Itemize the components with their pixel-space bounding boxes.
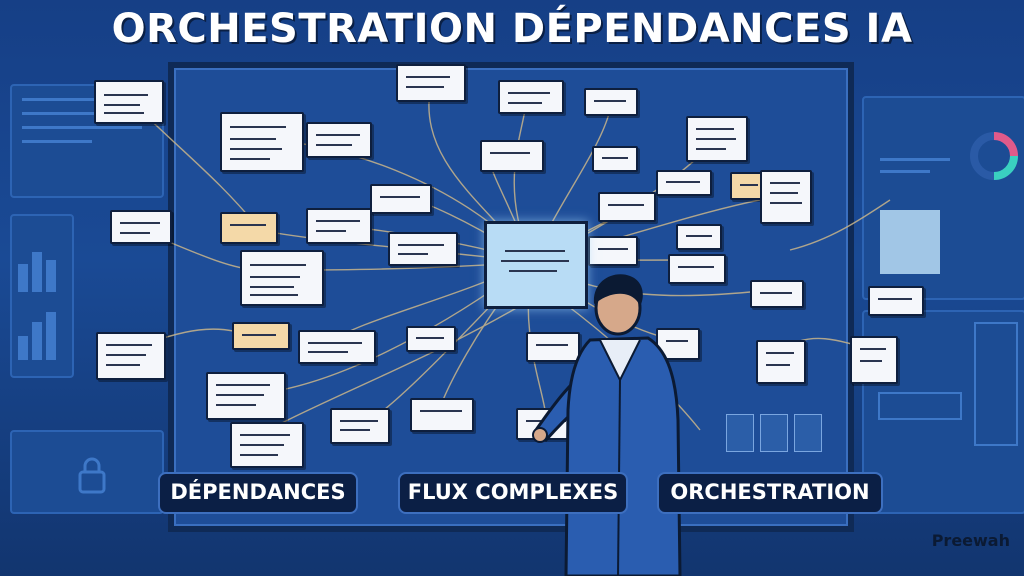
note-card <box>330 408 390 444</box>
note-card <box>306 208 372 244</box>
note-card <box>850 336 898 384</box>
note-card <box>110 210 172 244</box>
central-node-card <box>484 221 588 309</box>
left-wall-panel-chart <box>10 214 74 378</box>
note-card <box>388 232 458 266</box>
brand-watermark: Preewah <box>931 531 1010 550</box>
note-card <box>220 212 278 244</box>
note-card <box>240 250 324 306</box>
note-card <box>656 170 712 196</box>
note-card <box>220 112 304 172</box>
note-card <box>676 224 722 250</box>
left-wall-panel-bottom <box>10 430 164 514</box>
note-card <box>756 340 806 384</box>
person-figure <box>532 274 682 576</box>
note-card <box>584 88 638 116</box>
note-card <box>598 192 656 222</box>
board-tile <box>794 414 822 452</box>
note-card <box>750 280 804 308</box>
note-card <box>230 422 304 468</box>
note-card <box>396 64 466 102</box>
note-card <box>760 170 812 224</box>
note-card <box>410 398 474 432</box>
right-wall-panel-top <box>862 96 1024 300</box>
label-orchestration: ORCHESTRATION <box>657 472 883 514</box>
board-tile <box>760 414 788 452</box>
note-card <box>406 326 456 352</box>
note-card <box>868 286 924 316</box>
donut-chart-icon <box>970 132 1018 180</box>
note-card <box>668 254 726 284</box>
note-card <box>480 140 544 172</box>
note-card <box>686 116 748 162</box>
label-dependances: DÉPENDANCES <box>158 472 358 514</box>
note-card <box>592 146 638 172</box>
page-title: ORCHESTRATION DÉPENDANCES IA <box>111 6 913 52</box>
note-card <box>526 332 580 362</box>
label-flux-complexes: FLUX COMPLEXES <box>398 472 628 514</box>
bar-chart-icon <box>18 252 56 360</box>
note-card <box>96 332 166 380</box>
note-card <box>370 184 432 214</box>
lock-icon <box>78 457 106 494</box>
note-card <box>206 372 286 420</box>
note-card <box>588 236 638 266</box>
note-card <box>94 80 164 124</box>
note-card <box>232 322 290 350</box>
board-tile <box>726 414 754 452</box>
note-card <box>498 80 564 114</box>
note-card <box>306 122 372 158</box>
note-card <box>298 330 376 364</box>
